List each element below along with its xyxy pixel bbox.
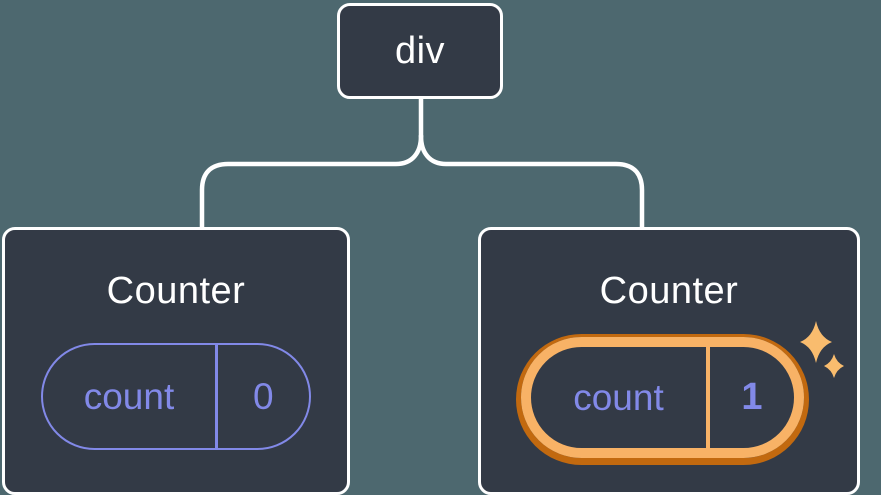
state-value-segment: 0: [218, 345, 310, 448]
sparkles-icon: [800, 321, 844, 378]
pill-divider: [215, 345, 218, 448]
connector-branch-left: [199, 133, 424, 230]
state-value-segment: 1: [710, 347, 794, 448]
state-value: 1: [741, 376, 763, 418]
sparkle-icon-small: [824, 354, 844, 378]
root-node: div: [337, 3, 503, 99]
component-title: Counter: [106, 270, 246, 312]
state-key-segment: count: [43, 345, 215, 448]
sparkle-icon-large: [800, 321, 832, 363]
root-node-label: div: [394, 29, 446, 72]
state-key-label: count: [83, 375, 175, 417]
counter-card-left: Counter count 0: [2, 227, 350, 495]
state-pill-highlighted: count 1: [521, 337, 804, 458]
state-key-label: count: [573, 376, 664, 418]
state-value: 0: [252, 375, 274, 417]
pill-divider: [706, 347, 710, 448]
counter-card-right: Counter count 1: [478, 227, 860, 495]
connector-branch-right: [418, 133, 645, 230]
state-key-segment: count: [531, 347, 706, 448]
state-pill: count 0: [41, 343, 311, 450]
component-title: Counter: [599, 270, 739, 312]
